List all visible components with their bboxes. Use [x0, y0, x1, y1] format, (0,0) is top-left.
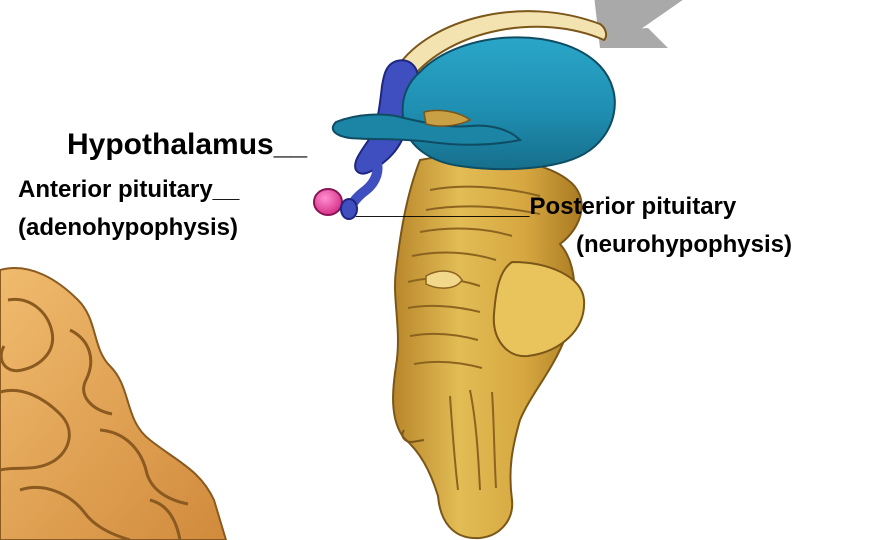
label-adenohypophysis: (adenohypophysis) — [18, 216, 238, 240]
cerebrum-cortex — [0, 268, 226, 540]
label-neurohypophysis: (neurohypophysis) — [576, 233, 792, 257]
gray-arrow-icon — [592, 0, 700, 48]
anterior-pituitary — [314, 189, 342, 215]
label-anterior-pituitary: Anterior pituitary__ — [18, 178, 239, 202]
posterior-pituitary — [341, 199, 357, 219]
label-posterior-pituitary: _____________Posterior pituitary — [356, 195, 736, 219]
label-hypothalamus: Hypothalamus__ — [67, 130, 307, 160]
pituitary-gland — [314, 189, 357, 219]
